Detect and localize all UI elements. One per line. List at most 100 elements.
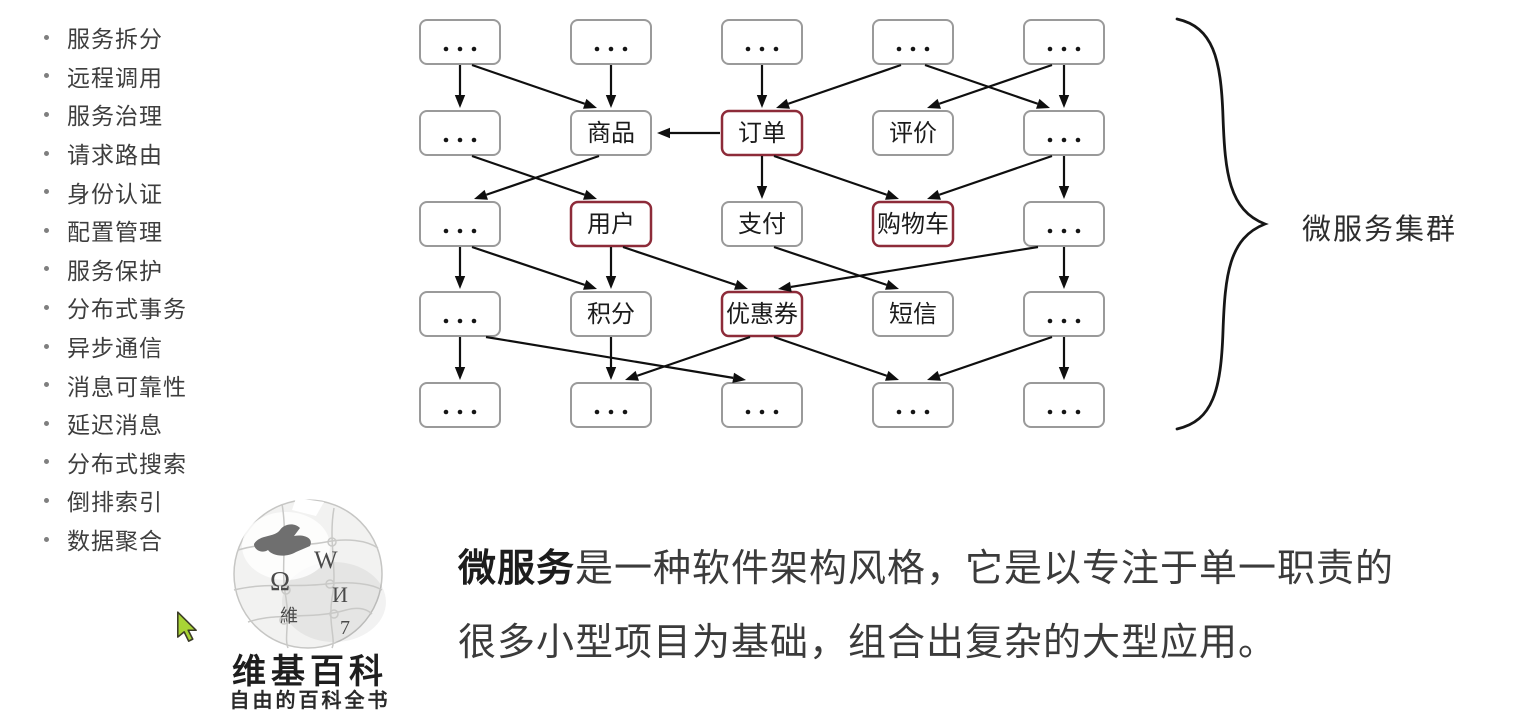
globe-dark-piece: [254, 524, 311, 556]
dependency-arrow-r2c3-r3c4: [773, 154, 899, 200]
ellipsis-dot: [896, 409, 902, 415]
dependency-arrow-r4c3-r5c4: [773, 335, 899, 381]
ellipsis-dot: [457, 409, 463, 415]
dependency-arrow-r4c1-r5c3: [485, 335, 746, 384]
microservices-diagram: 商品订单评价用户支付购物车积分优惠券短信: [419, 17, 1269, 431]
definition-lead-bold: 微服务: [458, 548, 576, 590]
service-box: [1023, 201, 1105, 247]
service-box: [872, 382, 954, 428]
arrow-head: [927, 370, 941, 381]
arrow-head: [454, 367, 466, 380]
ellipsis-dot: [1061, 409, 1067, 415]
topic-item: 异步通信: [44, 327, 187, 366]
topic-item: 倒排索引: [44, 481, 187, 520]
service-node-r3c2: 用户: [569, 200, 653, 248]
ellipsis-dot: [759, 46, 765, 52]
service-box: [1023, 19, 1105, 65]
service-node-r4c2: 积分: [570, 291, 652, 337]
service-node-r5c2: [570, 382, 652, 428]
ellipsis-dot: [622, 409, 628, 415]
ellipsis-dot: [1047, 409, 1053, 415]
topic-item: 配置管理: [44, 211, 187, 250]
service-nodes-layer: 商品订单评价用户支付购物车积分优惠券短信: [419, 19, 1105, 428]
dependency-arrow-r3c1-r4c1: [454, 247, 466, 289]
arrow-head: [454, 276, 466, 289]
arrow-head: [657, 127, 670, 139]
ellipsis-dot: [1075, 46, 1081, 52]
ellipsis-dot: [443, 409, 449, 415]
definition-line-2: 很多小型项目为基础，组合出复杂的大型应用。: [458, 622, 1278, 664]
arrow-line: [790, 245, 1039, 289]
ellipsis-dot: [471, 228, 477, 234]
ellipsis-dot: [1047, 228, 1053, 234]
dependency-arrow-r1c3-r2c3: [756, 65, 768, 108]
service-box: [872, 291, 954, 337]
service-node-r1c5: [1023, 19, 1105, 65]
topic-item: 身份认证: [44, 172, 187, 211]
ellipsis-dot: [471, 137, 477, 143]
service-box: [419, 201, 501, 247]
dependency-edges-layer: [454, 63, 1070, 384]
ellipsis-dot: [1047, 137, 1053, 143]
ellipsis-dot: [1047, 46, 1053, 52]
arrow-line: [787, 63, 902, 105]
arrow-head: [885, 370, 899, 381]
ellipsis-dot: [773, 46, 779, 52]
service-node-r4c1: [419, 291, 501, 337]
service-node-label: 评价: [889, 120, 937, 147]
ellipsis-dot: [910, 46, 916, 52]
cursor-arrow-icon: [177, 611, 197, 642]
ellipsis-dot: [594, 46, 600, 52]
arrow-head: [756, 186, 768, 199]
wikipedia-title: 维基百科: [232, 654, 388, 691]
service-box: [419, 291, 501, 337]
ellipsis-dot: [745, 409, 751, 415]
arrow-head: [1058, 367, 1070, 380]
service-box: [569, 200, 653, 248]
ellipsis-dot: [471, 46, 477, 52]
topic-list: 服务拆分远程调用服务治理请求路由身份认证配置管理服务保护分布式事务异步通信消息可…: [44, 18, 187, 558]
ellipsis-dot: [759, 409, 765, 415]
arrow-line: [773, 335, 888, 377]
ellipsis-dot: [594, 409, 600, 415]
ellipsis-dot: [1061, 228, 1067, 234]
ellipsis-dot: [443, 137, 449, 143]
service-node-r2c5: [1023, 110, 1105, 156]
service-node-r5c3: [721, 382, 803, 428]
dependency-arrow-r1c5-r2c5: [1058, 65, 1070, 108]
arrow-line: [485, 154, 600, 196]
arrow-line: [938, 335, 1053, 377]
topic-item: 数据聚合: [44, 520, 187, 559]
ellipsis-dot: [1061, 318, 1067, 324]
service-node-r4c4: 短信: [872, 291, 954, 337]
topic-item: 远程调用: [44, 57, 187, 96]
arrow-line: [938, 63, 1053, 105]
service-node-r5c5: [1023, 382, 1105, 428]
service-box: [419, 382, 501, 428]
ellipsis-dot: [608, 409, 614, 415]
ellipsis-dot: [457, 228, 463, 234]
service-box: [419, 110, 501, 156]
dependency-arrow-r2c2-r3c1: [474, 154, 600, 200]
arrow-line: [938, 154, 1053, 196]
arrow-head: [605, 367, 617, 380]
ellipsis-dot: [608, 46, 614, 52]
ellipsis-dot: [896, 46, 902, 52]
ellipsis-dot: [1075, 409, 1081, 415]
arrow-head: [625, 370, 639, 381]
service-box: [872, 110, 954, 156]
arrow-line: [471, 63, 586, 105]
service-node-label: 优惠券: [726, 301, 798, 328]
dependency-arrow-r1c5-r2c4: [927, 63, 1053, 109]
ellipsis-dot: [471, 318, 477, 324]
arrow-line: [773, 245, 888, 286]
service-box: [570, 19, 652, 65]
topic-item: 服务治理: [44, 95, 187, 134]
dependency-arrow-r1c4-r2c5: [924, 63, 1050, 109]
cluster-brace: [1175, 17, 1269, 431]
service-node-r1c1: [419, 19, 501, 65]
arrow-head: [1058, 186, 1070, 199]
globe-missing-piece-gap: [292, 498, 324, 516]
